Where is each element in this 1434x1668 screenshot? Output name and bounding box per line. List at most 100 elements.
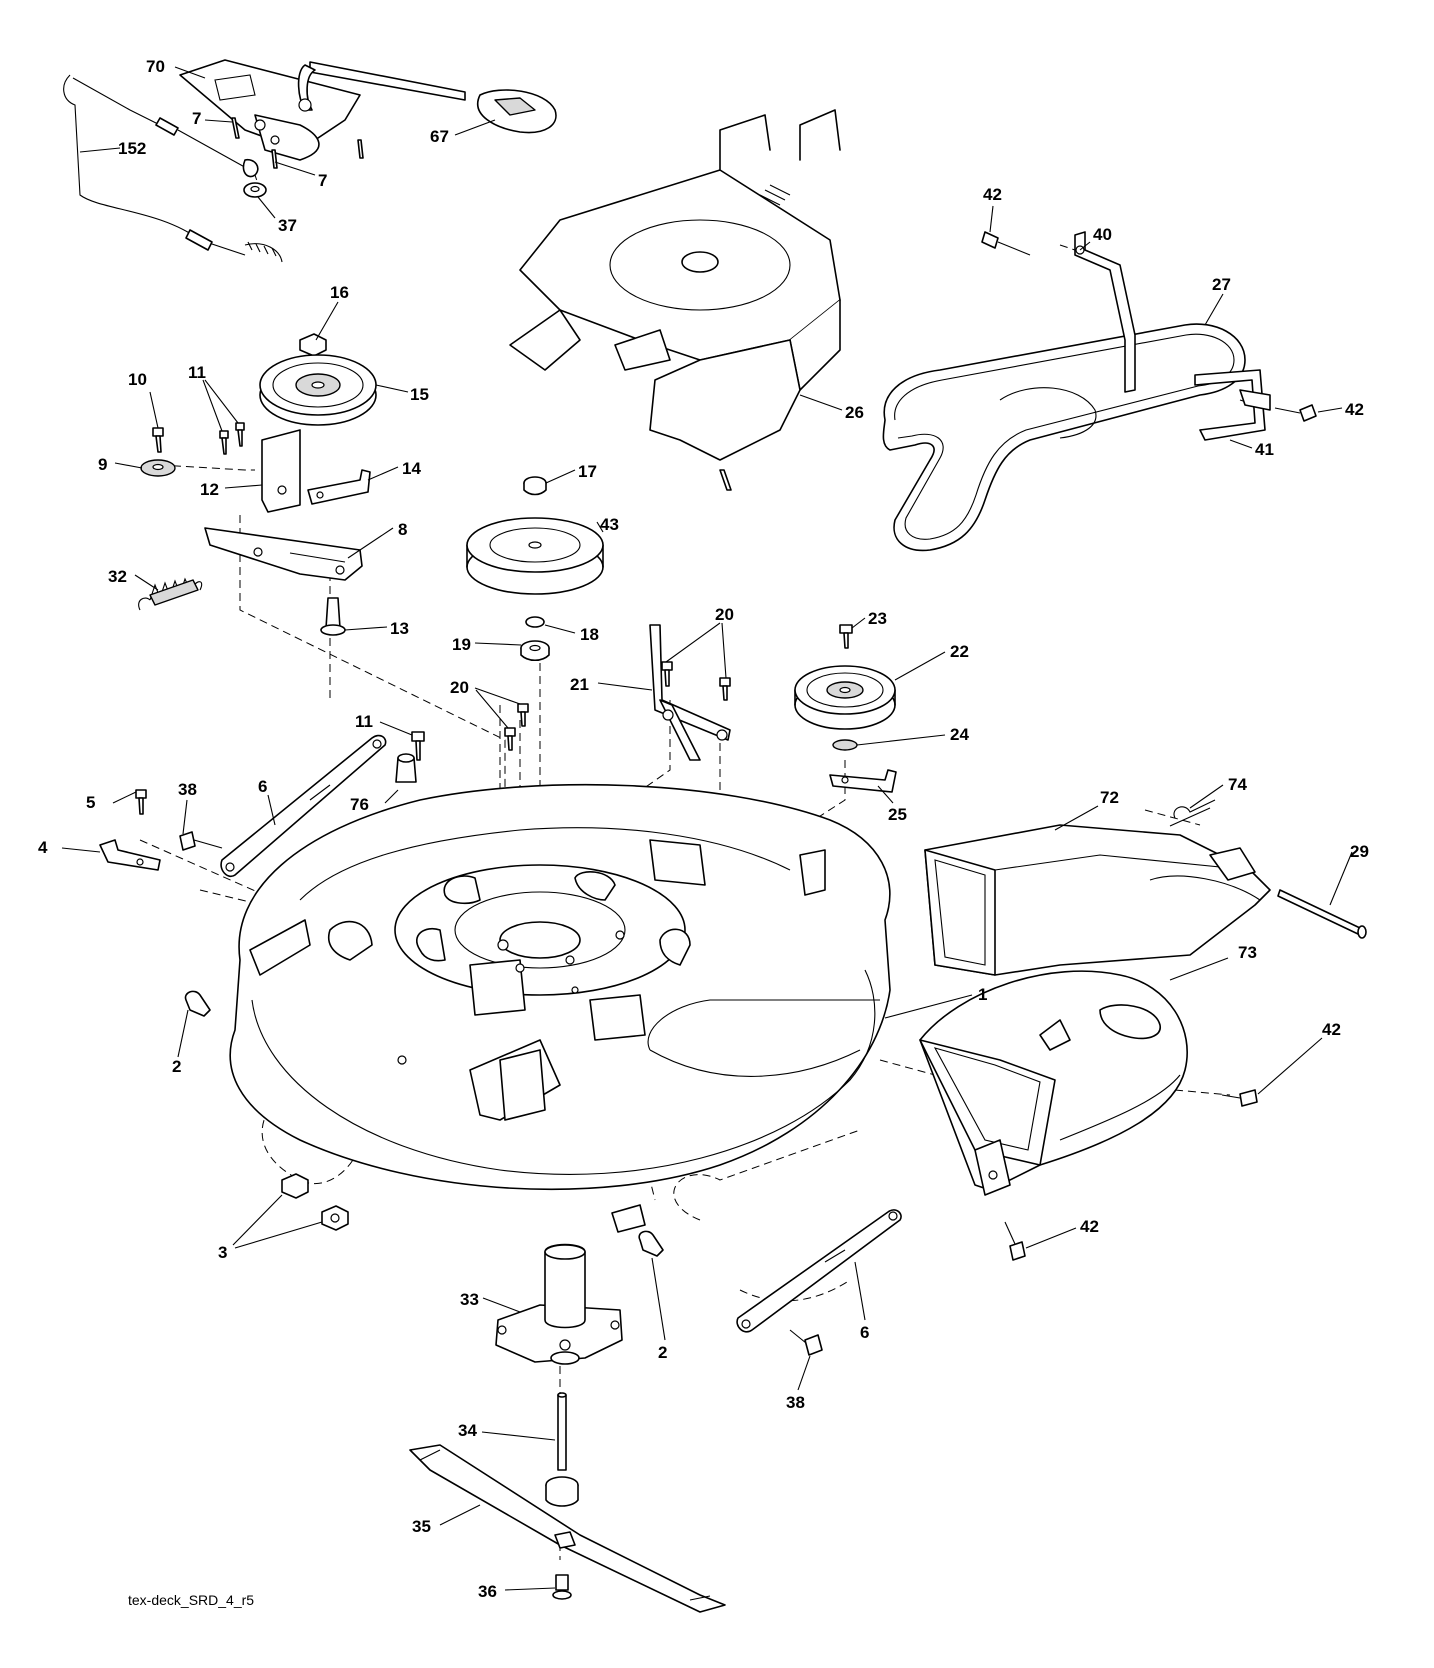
callout-41: 41	[1255, 440, 1274, 459]
rod-bracket-21	[649, 624, 731, 761]
callout-15: 15	[410, 385, 429, 404]
callout-67: 67	[430, 127, 449, 146]
callout-6: 6	[860, 1323, 869, 1342]
handle-grip-67	[477, 89, 557, 134]
bolt-23	[839, 624, 853, 649]
nuts-3	[281, 1173, 349, 1231]
callout-34: 34	[458, 1421, 477, 1440]
callout-2: 2	[658, 1343, 667, 1362]
callout-42: 42	[983, 185, 1002, 204]
callout-42: 42	[1080, 1217, 1099, 1236]
callout-40: 40	[1093, 225, 1112, 244]
bracket-4	[99, 839, 161, 871]
bushing-18	[525, 616, 545, 628]
discharge-chute-72	[924, 824, 1271, 976]
drawing-caption: tex-deck_SRD_4_r5	[128, 1592, 254, 1608]
bracket-14	[307, 469, 371, 505]
callout-18: 18	[580, 625, 599, 644]
callout-20: 20	[715, 605, 734, 624]
lever-bracket-assembly	[179, 59, 466, 161]
idler-pulley-22	[794, 665, 896, 730]
callout-42: 42	[1322, 1020, 1341, 1039]
callout-29: 29	[1350, 842, 1369, 861]
callout-24: 24	[950, 725, 969, 744]
callout-37: 37	[278, 216, 297, 235]
bolts-10-11	[152, 422, 245, 455]
callout-152: 152	[118, 139, 146, 158]
bolt-38-lower	[789, 1329, 823, 1356]
callout-25: 25	[888, 805, 907, 824]
studs-2	[184, 990, 664, 1257]
nut-17	[523, 476, 547, 496]
spindle-shaft-34	[545, 1392, 579, 1507]
callout-76: 76	[350, 795, 369, 814]
idler-pulley-15	[259, 333, 377, 426]
drive-belt-27	[882, 323, 1246, 552]
bolt-38-upper	[179, 831, 223, 851]
callout-12: 12	[200, 480, 219, 499]
callout-42: 42	[1345, 400, 1364, 419]
rod-29	[1277, 889, 1367, 939]
callout-20: 20	[450, 678, 469, 697]
callout-38: 38	[178, 780, 197, 799]
idler-bracket-12	[261, 429, 301, 513]
callout-2: 2	[172, 1057, 181, 1076]
callout-74: 74	[1228, 775, 1247, 794]
callout-7: 7	[318, 171, 327, 190]
spindle-pulley-43	[466, 517, 604, 595]
callout-35: 35	[412, 1517, 431, 1536]
callout-72: 72	[1100, 788, 1119, 807]
belt-guide-41	[1194, 369, 1271, 441]
callout-8: 8	[398, 520, 407, 539]
callout-labels: 70 7 7 152 37 67 42 40 27 42 41 16 15 10…	[38, 57, 1369, 1601]
callout-43: 43	[600, 515, 619, 534]
spindle-housing-33	[495, 1243, 623, 1365]
bolts-42	[981, 231, 1317, 1261]
callout-73: 73	[1238, 943, 1257, 962]
washer-9	[140, 459, 176, 477]
callout-9: 9	[98, 455, 107, 474]
stabilizer-arm-6-lower	[736, 1209, 902, 1333]
callout-11: 11	[355, 712, 373, 731]
stud-13	[320, 597, 346, 636]
callout-27: 27	[1212, 275, 1231, 294]
leader-lines	[61, 66, 1353, 1591]
mower-blade-35	[409, 1444, 726, 1613]
callout-5: 5	[86, 793, 95, 812]
callout-26: 26	[845, 403, 864, 422]
callout-6: 6	[258, 777, 267, 796]
bolts-20	[504, 661, 731, 751]
callout-4: 4	[38, 838, 48, 857]
clip-74	[1169, 799, 1216, 827]
stabilizer-arm-6-upper	[220, 734, 387, 878]
belt-shield-26	[509, 109, 841, 491]
bolt-5	[135, 789, 147, 815]
screws-7	[231, 117, 364, 169]
spring-32	[138, 577, 203, 611]
callout-3: 3	[218, 1243, 227, 1262]
callout-22: 22	[950, 642, 969, 661]
callout-1: 1	[978, 985, 987, 1004]
bracket-25	[829, 769, 897, 793]
washer-37	[243, 182, 267, 198]
callout-36: 36	[478, 1582, 497, 1601]
callout-11: 11	[188, 363, 206, 382]
bolt-11-deck	[411, 731, 425, 761]
callout-70: 70	[146, 57, 165, 76]
callout-16: 16	[330, 283, 349, 302]
deflector-73	[919, 970, 1188, 1196]
callout-32: 32	[108, 567, 127, 586]
callout-10: 10	[128, 370, 147, 389]
callout-17: 17	[578, 462, 597, 481]
blade-bolt-36	[552, 1574, 572, 1600]
callout-13: 13	[390, 619, 409, 638]
callout-14: 14	[402, 459, 421, 478]
callout-23: 23	[868, 609, 887, 628]
callout-7: 7	[192, 109, 201, 128]
callout-33: 33	[460, 1290, 479, 1309]
bearing-19	[520, 640, 550, 662]
callout-38: 38	[786, 1393, 805, 1412]
callout-21: 21	[570, 675, 589, 694]
callout-19: 19	[452, 635, 471, 654]
